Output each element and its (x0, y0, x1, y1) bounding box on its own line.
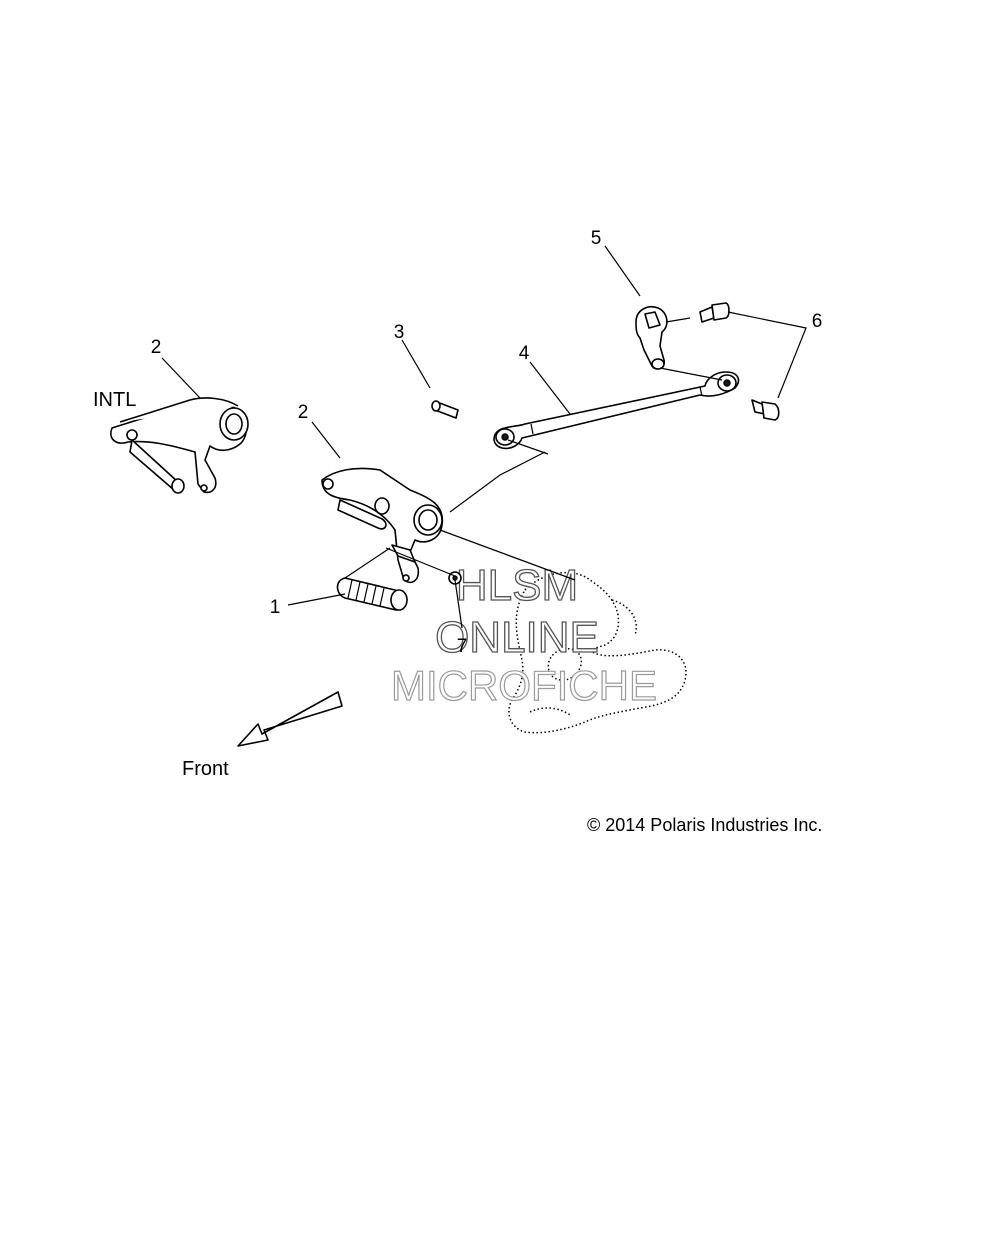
callout-2-intl: 2 (151, 337, 162, 358)
callout-1: 1 (270, 597, 281, 618)
watermark-line-1: HLSM (456, 561, 578, 610)
engine-case-outline (508, 571, 687, 734)
watermark: HLSM ONLINE MICROFICHE (390, 560, 657, 709)
flange-bolt-upper (699, 302, 730, 323)
shift-peg (336, 577, 408, 611)
callout-3: 3 (394, 322, 405, 343)
callout-5: 5 (591, 228, 602, 249)
shift-lever (321, 467, 444, 584)
fastener-7 (448, 571, 462, 585)
intl-label: INTL (93, 389, 136, 411)
callout-7: 7 (457, 636, 468, 657)
copyright-text: © 2014 Polaris Industries Inc. (587, 815, 822, 835)
watermark-line-3: MICROFICHE (391, 662, 657, 709)
pivot-bolt (431, 400, 459, 419)
shift-rod (493, 371, 740, 450)
leader-lines (161, 245, 807, 629)
watermark-line-2: ONLINE (435, 613, 599, 662)
front-arrow-icon (237, 691, 343, 747)
callout-4: 4 (519, 343, 530, 364)
intl-shift-lever (110, 397, 249, 494)
flange-bolt-lower (751, 399, 780, 421)
shift-arm (635, 306, 668, 370)
front-label: Front (182, 758, 229, 780)
callout-6: 6 (812, 311, 823, 332)
callout-2: 2 (298, 402, 309, 423)
